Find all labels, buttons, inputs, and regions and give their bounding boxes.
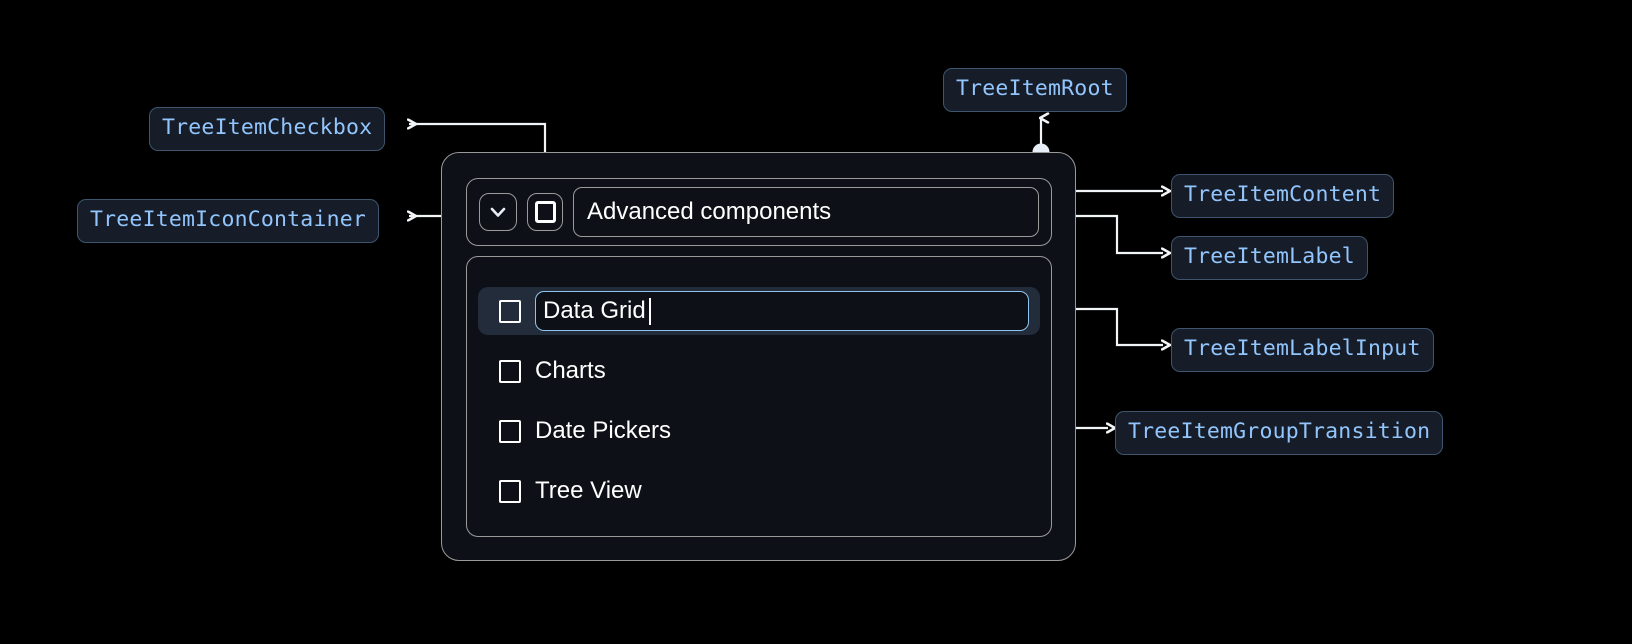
tree-item-label: Charts — [535, 357, 606, 384]
annotation-tree-item-content: TreeItemContent — [1171, 174, 1395, 218]
tree-item-label: Date Pickers — [535, 417, 672, 444]
tree-item-content[interactable]: Advanced components — [466, 178, 1052, 246]
tree-item-label: Tree View — [535, 477, 642, 504]
tree-item-row-3[interactable]: Tree View — [478, 467, 1040, 515]
annotation-tree-item-label-input: TreeItemLabelInput — [1171, 328, 1434, 372]
tree-item-label-input-value: Data Grid — [543, 297, 646, 324]
annotation-tree-item-root: TreeItemRoot — [943, 68, 1127, 112]
annotation-tree-item-icon-container: TreeItemIconContainer — [77, 199, 380, 243]
text-caret — [648, 297, 651, 325]
annotation-tree-item-label: TreeItemLabel — [1171, 236, 1368, 280]
checkbox-box-icon[interactable] — [499, 479, 521, 503]
tree-item-label[interactable]: Advanced components — [573, 187, 1039, 237]
tree-item-icon-container[interactable] — [479, 193, 517, 231]
tree-item-group-transition: Data Grid Charts Date Pickers Tree View — [466, 256, 1052, 537]
checkbox-box-icon[interactable] — [499, 419, 521, 443]
checkbox-box-icon[interactable] — [499, 299, 521, 323]
checkbox-box-icon[interactable] — [499, 359, 521, 383]
chevron-down-icon — [487, 201, 509, 223]
annotation-tree-item-group-transition: TreeItemGroupTransition — [1115, 411, 1444, 455]
checkbox-box-icon — [534, 201, 556, 223]
tree-item-row-2[interactable]: Date Pickers — [478, 407, 1040, 455]
tree-item-row-1[interactable]: Charts — [478, 347, 1040, 395]
tree-item-checkbox[interactable] — [527, 193, 563, 231]
tree-item-label-input[interactable]: Data Grid — [535, 291, 1029, 331]
tree-item-row-0[interactable]: Data Grid — [478, 287, 1040, 335]
annotation-tree-item-checkbox: TreeItemCheckbox — [149, 107, 386, 151]
